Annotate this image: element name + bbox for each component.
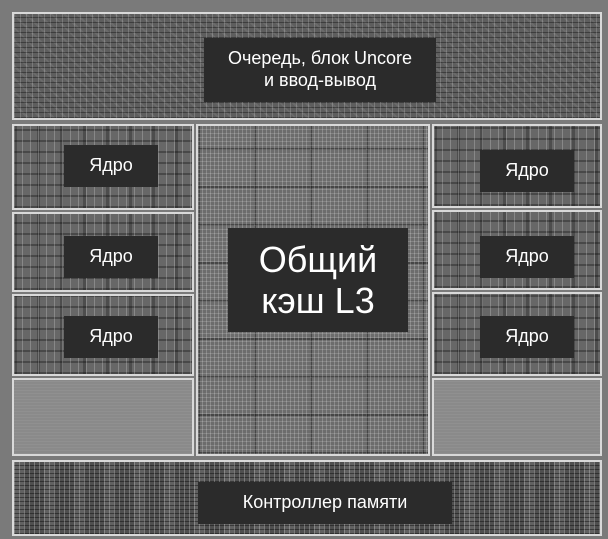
queue-uncore-io-label: Очередь, блок Uncore и ввод-вывод [204, 38, 436, 102]
core-left-1-region [12, 124, 194, 210]
memory-controller-label: Контроллер памяти [198, 482, 452, 524]
core-left-2-label: Ядро [64, 236, 158, 278]
left-blank-region [12, 378, 194, 456]
core-right-3-label: Ядро [480, 316, 574, 358]
core-right-1-label: Ядро [480, 150, 574, 192]
shared-l3-cache-label: Общий кэш L3 [228, 228, 408, 332]
core-left-1-label: Ядро [64, 145, 158, 187]
right-blank-region [432, 378, 602, 456]
core-left-3-label: Ядро [64, 316, 158, 358]
core-right-2-label: Ядро [480, 236, 574, 278]
